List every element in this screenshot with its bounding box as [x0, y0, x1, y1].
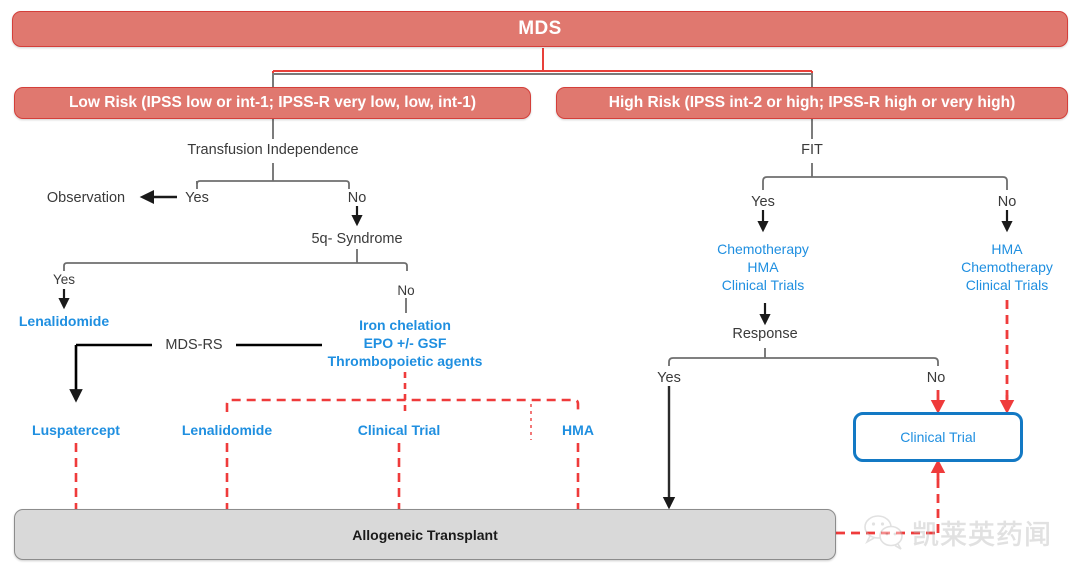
epo-gsf-label: EPO +/- GSF	[363, 335, 447, 351]
clinical-trial-left-label: Clinical Trial	[357, 422, 441, 438]
transfusion-yes-label: Yes	[185, 190, 209, 206]
fit-no-label: No	[997, 194, 1017, 210]
response-no-label: No	[926, 370, 946, 386]
fit-no-chemotherapy-label: Chemotherapy	[961, 259, 1053, 275]
high-risk-label: High Risk (IPSS int-2 or high; IPSS-R hi…	[608, 94, 1016, 111]
response-yes-label: Yes	[657, 370, 681, 386]
right-branch-connectors	[762, 119, 1008, 190]
mds-root-banner: MDS	[12, 11, 1068, 47]
observation-label: Observation	[46, 190, 126, 206]
transplant-dashed-drops	[74, 443, 580, 509]
five-q-syndrome-label: 5q- Syndrome	[311, 231, 403, 247]
mds-rs-label: MDS-RS	[165, 337, 223, 353]
fit-no-hma-label: HMA	[991, 241, 1023, 257]
fit-yes-treatments: Chemotherapy HMA Clinical Trials	[717, 240, 809, 294]
fit-yes-label: Yes	[751, 194, 775, 210]
fit-yes-chemotherapy-label: Chemotherapy	[717, 241, 809, 257]
transfusion-no-label: No	[347, 190, 367, 206]
fit-label: FIT	[801, 142, 823, 158]
high-risk-banner: High Risk (IPSS int-2 or high; IPSS-R hi…	[556, 87, 1068, 119]
wechat-icon	[864, 515, 903, 550]
allogeneic-transplant-bar: Allogeneic Transplant	[14, 509, 836, 560]
transfusion-independence-label: Transfusion Independence	[187, 142, 359, 158]
mds-rs-connector	[69, 343, 322, 403]
hma-left-label: HMA	[562, 422, 594, 438]
response-label: Response	[732, 326, 798, 342]
left-dashed-bracket	[225, 398, 580, 412]
mds-root-label: MDS	[518, 18, 562, 39]
supportive-care-group: Iron chelation EPO +/- GSF Thrombopoieti…	[328, 316, 483, 370]
thrombopoietic-agents-label: Thrombopoietic agents	[327, 353, 483, 369]
mds-split-connector	[272, 48, 813, 86]
low-risk-banner: Low Risk (IPSS low or int-1; IPSS-R very…	[14, 87, 531, 119]
clinical-trial-box: Clinical Trial	[853, 412, 1023, 462]
lenalidomide-5q-label: Lenalidomide	[18, 313, 110, 329]
clinical-trial-box-label: Clinical Trial	[900, 429, 976, 445]
luspatercept-label: Luspatercept	[32, 422, 120, 438]
five-q-yes-label: Yes	[52, 272, 76, 287]
five-q-split-connector	[63, 249, 408, 271]
watermark-text: 凯莱英药闻	[912, 519, 1052, 551]
fit-yes-hma-label: HMA	[747, 259, 779, 275]
five-q-no-label: No	[397, 283, 415, 298]
fit-no-treatments: HMA Chemotherapy Clinical Trials	[961, 240, 1053, 294]
iron-chelation-label: Iron chelation	[359, 317, 451, 333]
response-split-connector	[668, 348, 939, 366]
allogeneic-transplant-label: Allogeneic Transplant	[352, 526, 498, 543]
lenalidomide-mdsrs-label: Lenalidomide	[181, 422, 273, 438]
watermark: 凯莱英药闻	[862, 508, 1077, 556]
fit-yes-clinical-trials-label: Clinical Trials	[721, 277, 805, 293]
low-risk-label: Low Risk (IPSS low or int-1; IPSS-R very…	[68, 94, 477, 111]
fit-no-clinical-trials-label: Clinical Trials	[965, 277, 1049, 293]
